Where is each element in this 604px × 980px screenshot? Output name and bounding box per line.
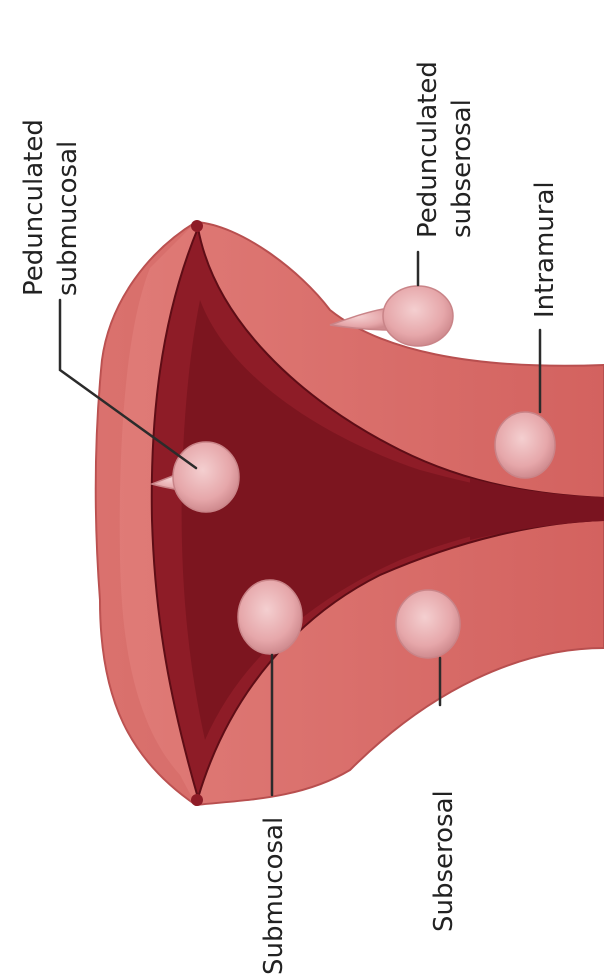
label-intramural: Intramural [530, 181, 560, 318]
intramural-fibroid [495, 412, 555, 478]
pedunculated-subserosal-fibroid [383, 286, 453, 346]
label-pedunculated-subserosal-line1: Pedunculated [413, 61, 443, 238]
pedunculated-submucosal-fibroid [173, 442, 239, 512]
label-pedunculated-submucosal-line1: Pedunculated [19, 119, 49, 296]
label-subserosal: Subserosal [429, 790, 459, 932]
uterine-tip-top [191, 220, 203, 232]
label-pedunculated-submucosal-line2: submucosal [53, 141, 83, 296]
uterine-tip-bottom [191, 794, 203, 806]
label-pedunculated-subserosal-line2: subserosal [447, 99, 477, 238]
subserosal-fibroid [396, 590, 460, 658]
submucosal-fibroid [238, 580, 302, 654]
label-submucosal: Submucosal [259, 817, 289, 975]
